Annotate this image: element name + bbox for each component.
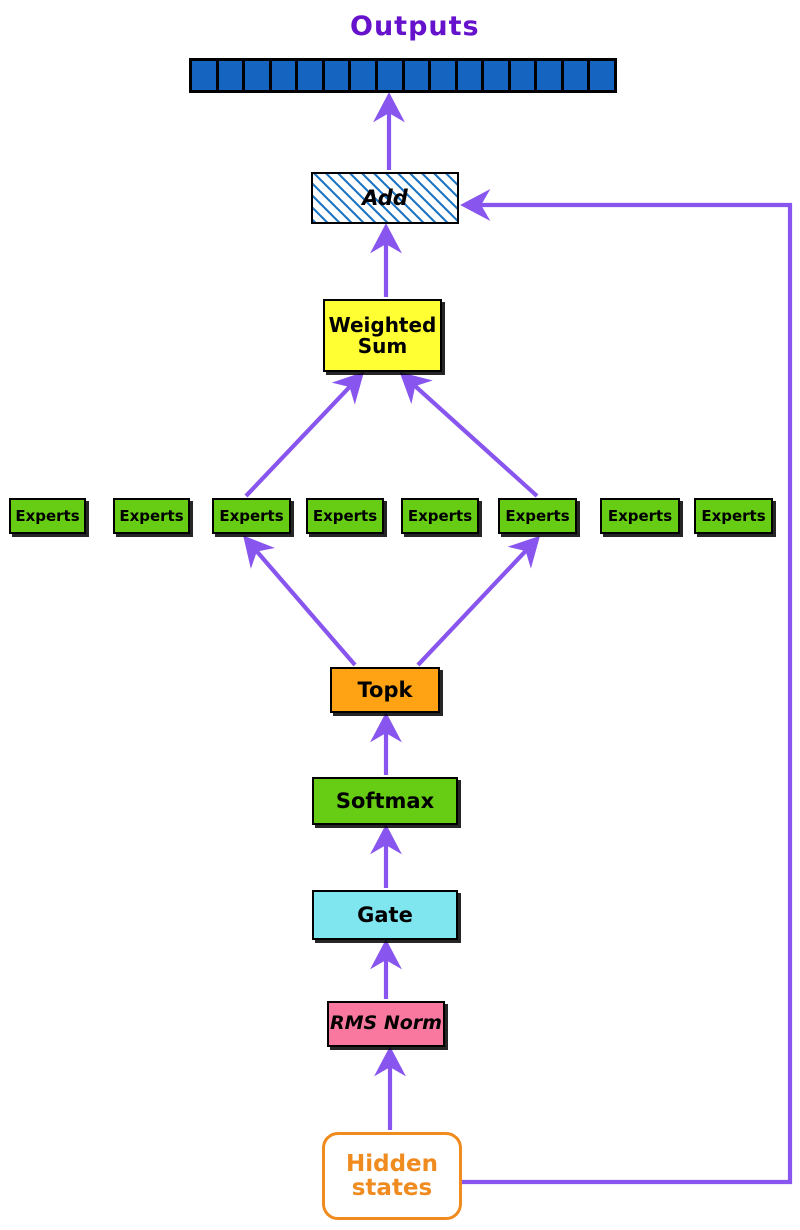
node-topk-label: Topk [357,677,413,702]
node-softmax-label: Softmax [335,788,435,813]
expert-label: Experts [15,507,80,525]
node-hidden-states: Hidden states [322,1132,462,1220]
edge-expert-3-to-weighted-sum [244,371,365,498]
output-cell [324,61,352,90]
edge-expert-6-to-weighted-sum [399,372,539,498]
expert-label: Experts [701,507,766,525]
output-cell [298,61,325,90]
page-title: Outputs [350,11,480,42]
node-weighted-sum-label: Weighted Sum [328,312,437,358]
node-gate: Gate [312,890,458,940]
output-cell [245,61,272,90]
expert-box: Experts [401,498,479,534]
expert-box: Experts [9,498,86,534]
expert-label: Experts [119,507,184,525]
expert-box: Experts [600,498,680,534]
node-hidden-states-label: Hidden states [345,1150,439,1201]
output-cell [510,61,538,90]
expert-box: Experts [306,498,384,534]
edge-topk-to-expert-3 [243,535,357,667]
node-gate-label: Gate [357,902,413,927]
output-cell [404,61,432,90]
output-cell [537,61,564,90]
expert-box: Experts [498,498,577,534]
output-cell [431,61,458,90]
output-cell [377,61,405,90]
expert-label: Experts [407,507,473,525]
output-cell [590,61,614,90]
output-cell [271,61,299,90]
node-rms-norm: RMS Norm [327,1001,445,1047]
output-cell [192,61,219,90]
expert-label: Experts [219,507,284,525]
outputs-token-strip [189,58,617,93]
node-add: Add [311,172,459,224]
node-weighted-sum: Weighted Sum [323,299,442,372]
expert-box: Experts [113,498,190,534]
edge-topk-to-expert-6 [416,535,541,667]
expert-label: Experts [607,507,673,525]
expert-box: Experts [212,498,291,534]
expert-label: Experts [312,507,378,525]
output-cell [484,61,511,90]
output-cell [563,61,591,90]
node-add-label: Add [362,185,408,210]
node-softmax: Softmax [312,777,458,825]
node-rms-norm-label: RMS Norm [330,1012,442,1035]
node-topk: Topk [330,667,440,713]
output-cell [351,61,378,90]
expert-box: Experts [694,498,773,534]
edge-residual-hidden-to-add [460,189,793,1185]
output-cell [457,61,485,90]
output-cell [218,61,246,90]
expert-label: Experts [505,507,570,525]
